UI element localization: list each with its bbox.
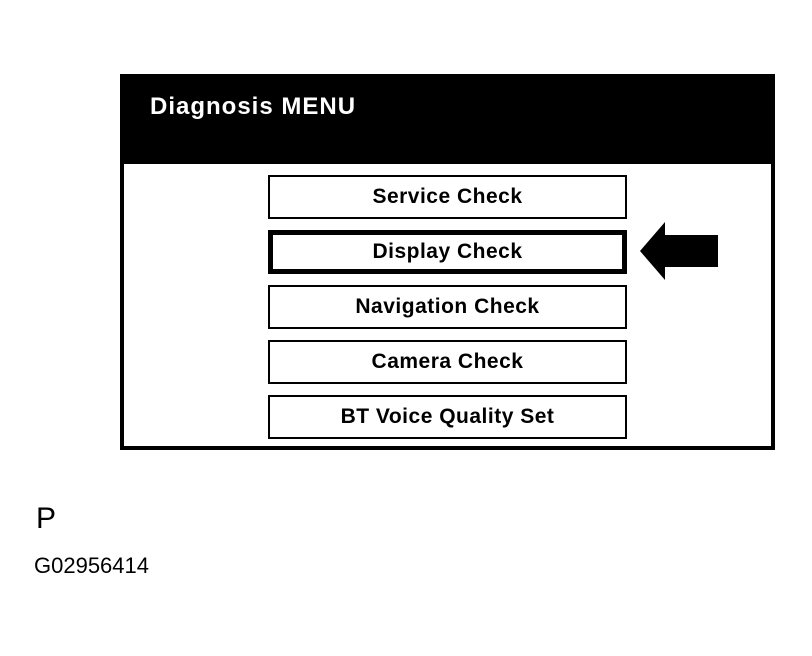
screen-title: Diagnosis MENU: [150, 93, 357, 120]
figure-label: P: [36, 502, 57, 535]
menu-item-display-check[interactable]: Display Check: [268, 230, 627, 274]
menu-item-service-check[interactable]: Service Check: [268, 175, 627, 219]
screen-header: Diagnosis MENU: [124, 78, 771, 164]
figure-id: G02956414: [34, 553, 149, 578]
menu-item-bt-voice-quality-set[interactable]: BT Voice Quality Set: [268, 395, 627, 439]
menu-item-navigation-check[interactable]: Navigation Check: [268, 285, 627, 329]
selection-left-arrow-icon: [640, 222, 718, 280]
diagnosis-menu-list: Service Check Display Check Navigation C…: [124, 175, 771, 439]
menu-item-camera-check[interactable]: Camera Check: [268, 340, 627, 384]
